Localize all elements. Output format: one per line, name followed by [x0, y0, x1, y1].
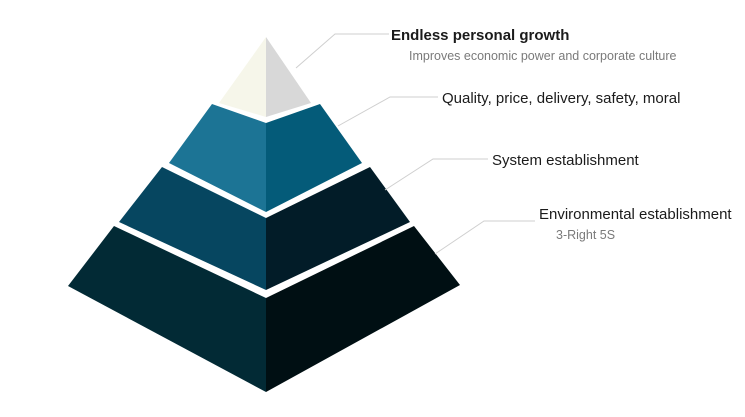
tier-1-right-face [266, 37, 311, 117]
level-3-title: System establishment [492, 152, 639, 169]
tier-4-left-face [68, 226, 266, 392]
level-2-title: Quality, price, delivery, safety, moral [442, 90, 681, 107]
pyramid-tier-3 [119, 167, 410, 290]
pyramid-tier-1 [219, 37, 311, 117]
pyramid-tier-4 [68, 226, 460, 392]
pyramid-tier-2 [169, 104, 362, 212]
label-level-4: Environmental establishment 3-Right 5S [539, 206, 732, 243]
leader-lines [295, 33, 535, 255]
leader-line-3 [384, 158, 488, 191]
level-4-subtitle: 3-Right 5S [556, 228, 616, 242]
level-1-subtitle: Improves economic power and corporate cu… [409, 49, 677, 63]
leader-line-1 [295, 33, 389, 69]
tier-2-right-face [266, 104, 362, 212]
level-4-title: Environmental establishment [539, 206, 732, 223]
tier-3-left-face [119, 167, 266, 290]
leader-line-2 [337, 96, 438, 127]
tier-2-left-face [169, 104, 266, 212]
label-level-3: System establishment [492, 152, 639, 170]
level-1-title: Endless personal growth [391, 27, 570, 44]
tier-4-right-face [266, 226, 460, 392]
tier-3-right-face [266, 167, 410, 290]
tier-1-left-face [219, 37, 266, 117]
label-level-2: Quality, price, delivery, safety, moral [442, 90, 680, 108]
leader-line-4 [434, 220, 535, 255]
label-level-1: Endless personal growth Improves economi… [391, 27, 677, 64]
